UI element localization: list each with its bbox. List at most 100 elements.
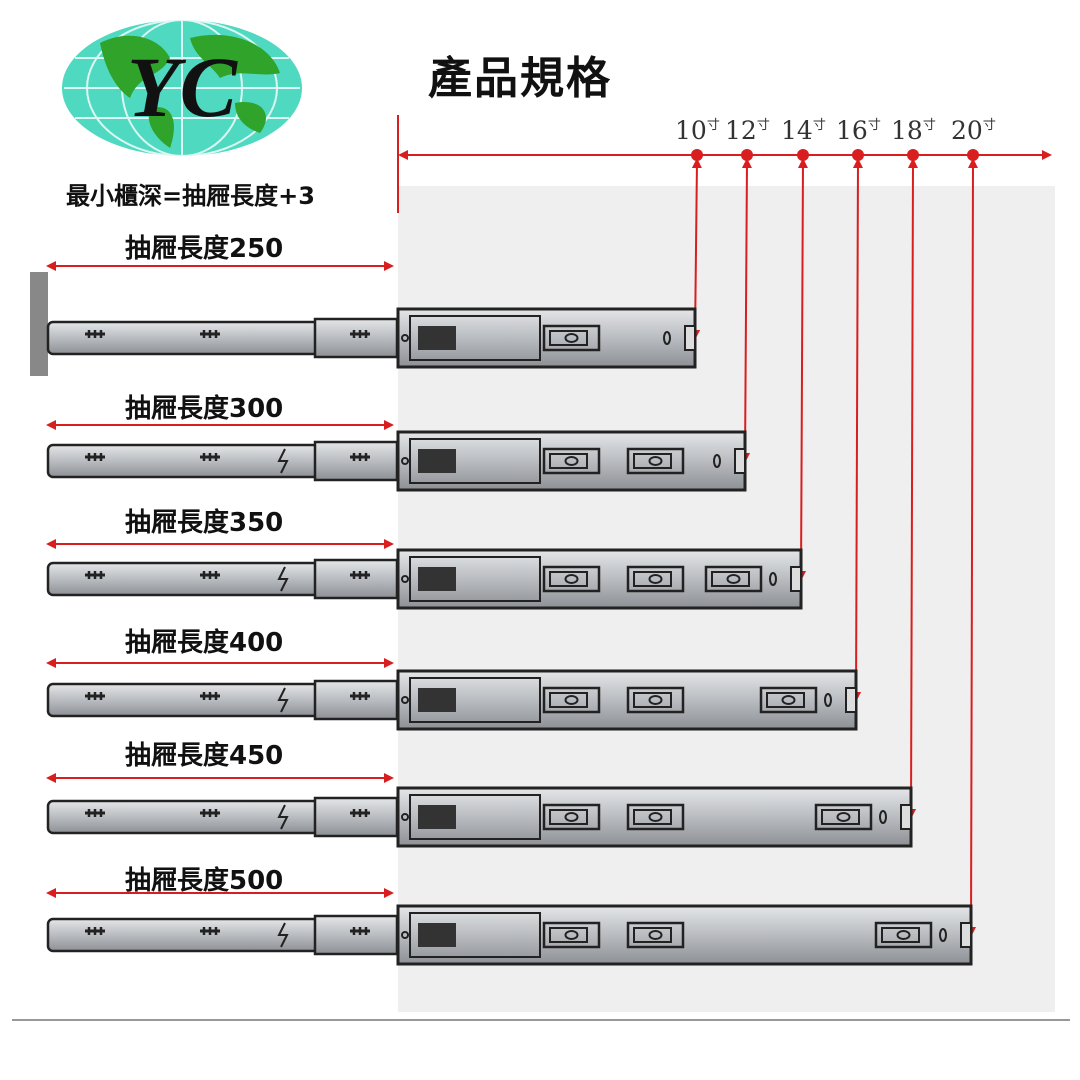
slide-rail [46, 548, 803, 610]
slot [626, 447, 685, 475]
slot-hole [564, 695, 579, 705]
size-pointer-arrow [796, 158, 808, 581]
end-stop [900, 804, 912, 830]
slot [626, 803, 685, 831]
slot-hole [648, 812, 663, 822]
slot-inner [821, 809, 860, 825]
slot [542, 803, 601, 831]
slot-hole [564, 456, 579, 466]
slot-hole [564, 812, 579, 822]
slot-inner [633, 809, 672, 825]
scale-dot [797, 149, 809, 161]
rail-hole [401, 457, 409, 465]
slot-inner [549, 571, 588, 587]
ball-cage [409, 912, 541, 958]
end-stop [790, 566, 802, 592]
slot [542, 447, 601, 475]
yc-logo: YC [60, 18, 305, 158]
slot-hole [836, 812, 851, 822]
ball-cage [409, 315, 541, 361]
rail-hole [401, 575, 409, 583]
slot [542, 921, 601, 949]
scale-dot [907, 149, 919, 161]
size-label-12: 12寸 [725, 116, 770, 145]
slide-rail [46, 904, 973, 966]
slot-inner [549, 927, 588, 943]
size-number: 10 [675, 116, 707, 145]
slot-hole [564, 930, 579, 940]
break-mark [277, 804, 289, 830]
size-number: 14 [781, 116, 813, 145]
scale-dot [741, 149, 753, 161]
size-label-20: 20寸 [951, 116, 996, 145]
size-label-10: 10寸 [675, 116, 720, 145]
slot [542, 686, 601, 714]
outer-rail [396, 904, 973, 966]
drawer-length-label: 抽屜長度450 [125, 741, 284, 771]
slot [626, 565, 685, 593]
slot [814, 803, 873, 831]
size-number: 18 [891, 116, 923, 145]
end-stop [845, 687, 857, 713]
slide-rail [46, 430, 747, 492]
drawer-length-label: 抽屜長度350 [125, 508, 284, 538]
slot-inner [633, 453, 672, 469]
slot-inner [711, 571, 750, 587]
slot-inner [549, 453, 588, 469]
end-stop [734, 448, 746, 474]
slot-inner [549, 692, 588, 708]
slot-hole [564, 333, 579, 343]
break-mark [277, 922, 289, 948]
size-unit: 寸 [982, 118, 996, 133]
rail-hole [401, 696, 409, 704]
size-pointer-arrow [906, 158, 918, 819]
slide-rail [46, 786, 913, 848]
drawer-length-label: 抽屜長度250 [125, 234, 284, 264]
rail-connector [313, 796, 399, 838]
slot-inner [633, 571, 672, 587]
slot-hole [648, 695, 663, 705]
size-unit: 寸 [867, 118, 881, 133]
slot-hole [648, 456, 663, 466]
slot [626, 921, 685, 949]
ball-cage [409, 677, 541, 723]
rail-hole [401, 931, 409, 939]
slot [874, 921, 933, 949]
slot-inner [633, 927, 672, 943]
globe-icon: YC [62, 19, 302, 157]
end-hole [824, 693, 832, 707]
slot [542, 565, 601, 593]
rail-connector [313, 317, 399, 359]
drawer-length-label: 抽屜長度400 [125, 628, 284, 658]
slot-inner [549, 330, 588, 346]
slot-inner [549, 809, 588, 825]
slot-hole [781, 695, 796, 705]
rail-hole [401, 334, 409, 342]
scale-dot [852, 149, 864, 161]
svg-text:YC: YC [127, 39, 239, 135]
page-title: 產品規格 [428, 53, 612, 104]
slot-inner [766, 692, 805, 708]
slot-hole [564, 574, 579, 584]
slot-inner [633, 692, 672, 708]
size-unit: 寸 [812, 118, 826, 133]
rail-connector [313, 440, 399, 482]
slide-rail [46, 669, 858, 731]
slot-hole [648, 574, 663, 584]
slot-inner [881, 927, 920, 943]
end-stop [684, 325, 696, 351]
end-hole [663, 331, 671, 345]
size-pointer-arrow [851, 158, 863, 702]
drawer-length-label: 抽屜長度500 [125, 866, 284, 896]
drawer-length-label: 抽屜長度300 [125, 394, 284, 424]
slot [759, 686, 818, 714]
slot [626, 686, 685, 714]
ball-cage [409, 438, 541, 484]
ball-cage [409, 794, 541, 840]
ball-bearing-block [418, 923, 456, 947]
rail-hole [401, 813, 409, 821]
ball-cage [409, 556, 541, 602]
size-number: 12 [725, 116, 757, 145]
break-mark [277, 448, 289, 474]
slot [704, 565, 763, 593]
